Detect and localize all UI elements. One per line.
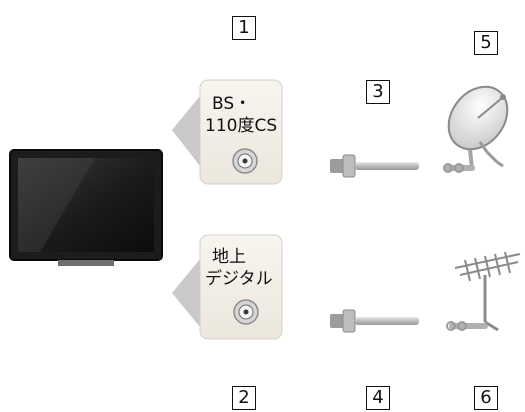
terrestrial-terminal-panel: [172, 234, 283, 340]
marker-6: 6: [474, 386, 498, 410]
tv-icon: [9, 149, 163, 266]
antenna-cable-icon: [330, 309, 419, 333]
marker-1: 1: [232, 16, 256, 40]
marker-4: 4: [366, 386, 390, 410]
bs-terminal-label-line1: BS・: [212, 94, 252, 114]
marker-3: 3: [366, 80, 390, 104]
terrestrial-terminal-label-line1: 地上: [212, 247, 246, 267]
coax-connector-icon: [233, 299, 259, 325]
coax-connector-icon: [232, 148, 258, 174]
antenna-cable-icon: [330, 154, 419, 178]
marker-2: 2: [232, 386, 256, 410]
satellite-dish-icon: [443, 85, 509, 173]
terrestrial-antenna-icon: [446, 251, 521, 332]
terrestrial-terminal-label-line2: デジタル: [205, 269, 273, 289]
marker-5: 5: [474, 31, 498, 55]
bs-terminal-panel: [172, 79, 283, 185]
bs-terminal-label-line2: 110度CS: [205, 116, 278, 136]
